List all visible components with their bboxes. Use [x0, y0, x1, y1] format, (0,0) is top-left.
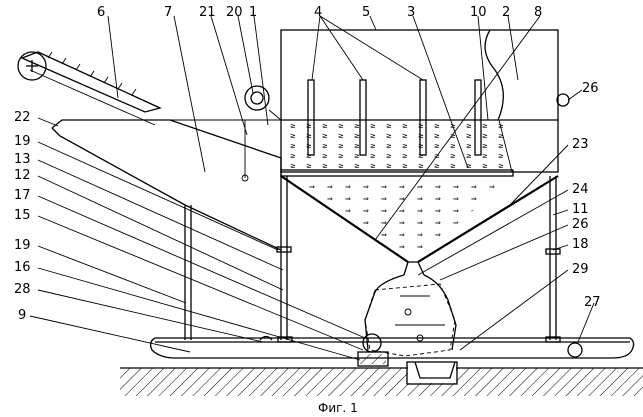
part-label-7: 7 — [164, 5, 172, 20]
conveyor — [18, 52, 160, 125]
ground — [120, 368, 643, 396]
part-label-29: 29 — [572, 262, 589, 277]
part-label-23: 23 — [572, 137, 589, 152]
part-label-6: 6 — [97, 5, 105, 20]
part-label-27: 27 — [584, 295, 601, 310]
part-label-17: 17 — [14, 188, 31, 203]
top-roller — [245, 86, 281, 120]
part-label-4: 4 — [314, 5, 322, 20]
part-label-16: 16 — [14, 260, 31, 275]
part-label-13: 13 — [14, 152, 31, 167]
part-label-22: 22 — [14, 110, 31, 125]
sled-base — [151, 338, 634, 358]
part-label-1: 1 — [249, 5, 257, 20]
receiving-pit — [407, 362, 457, 384]
part-label-12: 12 — [14, 168, 31, 183]
part-label-5: 5 — [362, 5, 370, 20]
part-label-20: 20 — [226, 5, 243, 20]
part-label-25: 26 — [572, 217, 589, 232]
part-label-18: 18 — [572, 237, 589, 252]
part-label-24: 24 — [572, 182, 589, 197]
part-label-3: 3 — [407, 5, 415, 20]
part-label-15: 15 — [14, 208, 31, 223]
part-label-28: 28 — [14, 282, 31, 297]
part-label-11: 11 — [572, 202, 589, 217]
part-label-19b: 19 — [14, 238, 31, 253]
hopper — [281, 176, 558, 275]
part-label-10: 10 — [470, 5, 487, 20]
part-label-2: 2 — [502, 5, 510, 20]
figure-caption: Фиг. 1 — [318, 401, 358, 415]
discharge-chute — [365, 275, 456, 356]
part-label-8: 8 — [534, 5, 542, 20]
part-label-19a: 19 — [14, 134, 31, 149]
part-labels: 6 7 21 20 1 4 5 3 10 2 8 26 23 24 11 26 … — [14, 5, 601, 415]
part-label-21: 21 — [199, 5, 216, 20]
part-label-26: 26 — [582, 81, 599, 96]
part-label-9: 9 — [18, 308, 26, 323]
